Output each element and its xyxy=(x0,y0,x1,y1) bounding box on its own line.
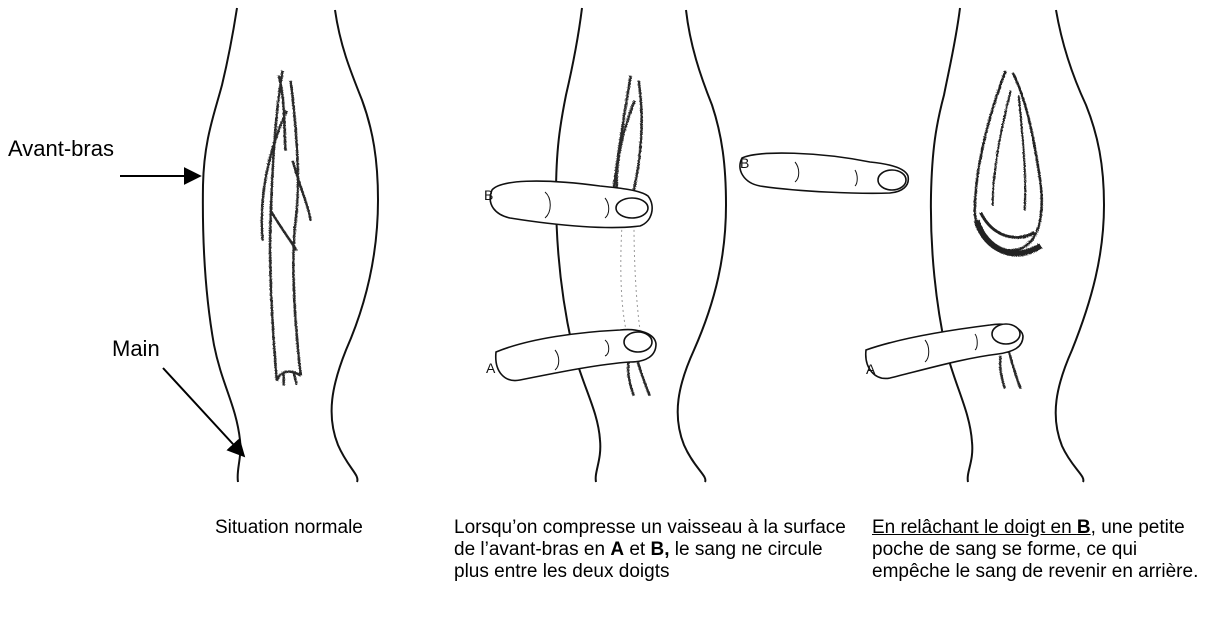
forearm-panel-released xyxy=(740,8,1104,482)
finger-b xyxy=(490,181,652,228)
hand-pointer-arrow xyxy=(163,368,244,456)
hand-label: Main xyxy=(112,336,160,362)
forearm-outline-left xyxy=(556,8,600,482)
finger-a-label: A xyxy=(866,361,876,377)
blood-pocket xyxy=(974,70,1041,253)
forearm-panel-compressed xyxy=(490,8,726,482)
vein-network xyxy=(261,70,310,385)
caption-bold-b: B, xyxy=(650,539,669,560)
caption-released: En relâchant le doigt en B, une petite p… xyxy=(872,517,1202,583)
caption-bold-b: B xyxy=(1077,517,1091,538)
vein-network xyxy=(999,350,1020,388)
caption-compressed: Lorsqu’on compresse un vaisseau à la sur… xyxy=(454,517,854,583)
finger-b xyxy=(740,153,908,193)
caption-bold-a: A xyxy=(610,539,624,560)
forearm-outline-right xyxy=(1056,10,1104,482)
caption-text: et xyxy=(624,539,650,560)
forearm-outline-left xyxy=(203,8,241,482)
caption-normal: Situation normale xyxy=(215,517,415,539)
finger-b-label: B xyxy=(484,187,493,203)
finger-a-label: A xyxy=(486,360,496,376)
forearm-outline-left xyxy=(931,8,972,482)
forearm-panel-normal xyxy=(203,8,378,482)
caption-text: En relâchant le doigt en xyxy=(872,517,1077,538)
forearm-outline-right xyxy=(678,10,726,482)
forearm-label: Avant-bras xyxy=(8,136,114,162)
forearm-outline-right xyxy=(332,10,378,482)
caption-underlined: En relâchant le doigt en B xyxy=(872,517,1091,538)
finger-a xyxy=(496,330,656,381)
finger-b-label: B xyxy=(740,155,749,171)
emptied-vein-segment xyxy=(621,225,640,330)
